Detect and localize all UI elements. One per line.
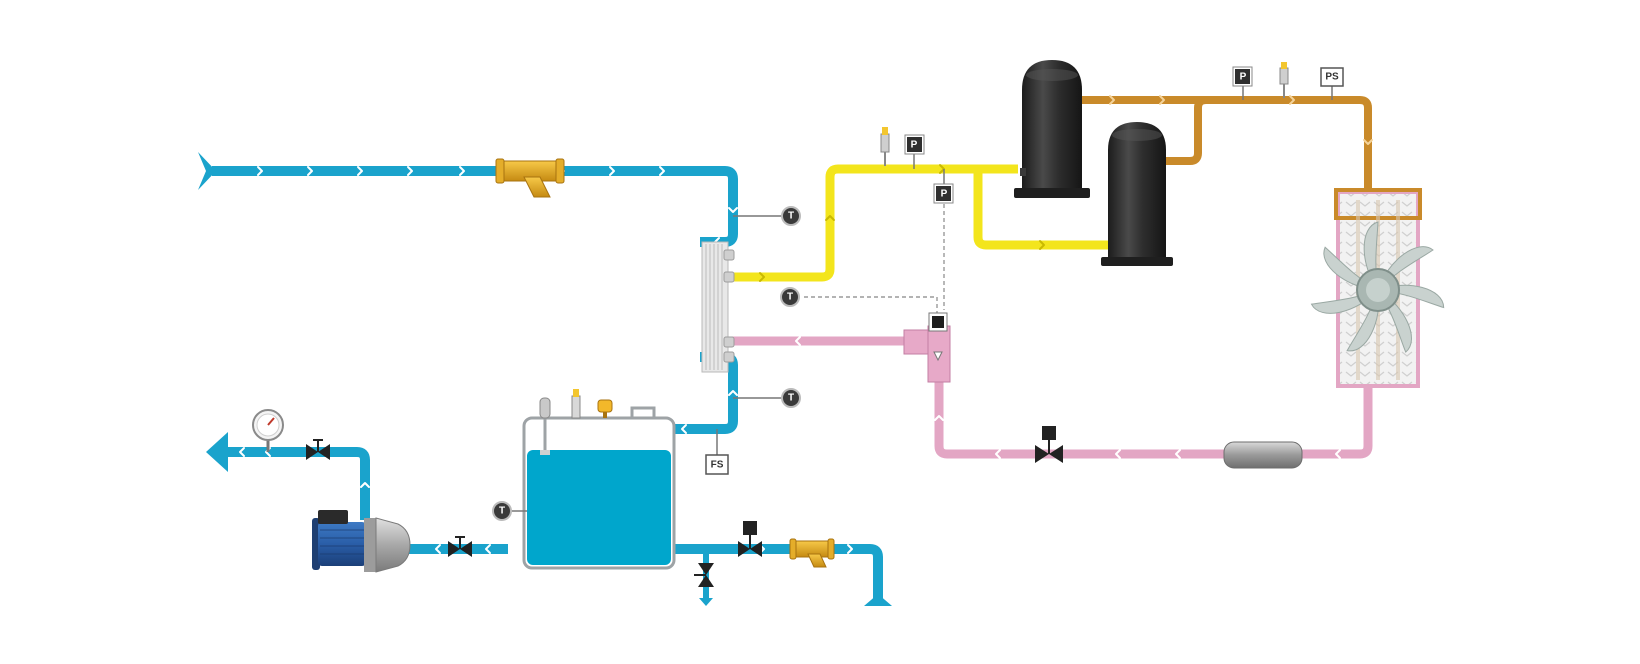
- water-outlet-icon: [206, 432, 228, 472]
- y-strainer-icon: [495, 158, 565, 198]
- svg-text:PS: PS: [1325, 72, 1339, 83]
- expansion-valve-icon: [903, 312, 951, 383]
- hand-valve-icon: [448, 536, 472, 557]
- plate-heat-exchanger-icon: [701, 241, 735, 373]
- svg-text:P: P: [1240, 72, 1247, 83]
- temperature-sensor: T: [733, 206, 801, 226]
- svg-text:T: T: [788, 211, 794, 222]
- pump-discharge-pipe: [218, 447, 370, 520]
- schrader-valve-icon: [1279, 62, 1289, 98]
- compressor-icon: [1101, 122, 1173, 266]
- svg-text:T: T: [499, 506, 505, 517]
- water-tank-icon: [522, 389, 676, 570]
- pressure-gauge-icon: [252, 409, 284, 452]
- solenoid-valve-icon: [738, 521, 762, 557]
- pressure-transducer: P: [1232, 66, 1253, 100]
- temperature-sensor: T: [733, 388, 801, 408]
- discharge-branch-pipe: [1158, 96, 1207, 165]
- drain-arrow-icon: [699, 598, 713, 606]
- liquid-receiver-icon: [1223, 441, 1303, 469]
- svg-text:P: P: [941, 189, 948, 200]
- pressure-switch: PS: [1320, 67, 1344, 100]
- flow-direction-arrows: [759, 164, 1045, 282]
- temperature-sensor: T: [492, 501, 527, 521]
- pressure-transducer: P: [904, 134, 925, 169]
- flow-direction-arrows: [795, 336, 1341, 459]
- flow-direction-arrows: [1109, 95, 1373, 145]
- suction-branch-pipe: [973, 169, 1108, 250]
- temperature-sensor: T: [780, 287, 800, 307]
- liquid-line: [725, 336, 1373, 459]
- compressor-icon: [1014, 60, 1090, 198]
- solenoid-valve-icon: [1035, 426, 1063, 463]
- svg-text:T: T: [787, 292, 793, 303]
- condenser-fan-icon: [1310, 221, 1445, 353]
- water-supply-line: [198, 152, 738, 247]
- pressure-transducer: P: [933, 169, 954, 204]
- water-inlet-pipe: [212, 166, 738, 247]
- hand-valve-icon: [694, 563, 714, 587]
- y-strainer-icon: [789, 538, 835, 568]
- flow-direction-arrows: [239, 390, 853, 554]
- svg-text:FS: FS: [711, 460, 724, 471]
- suction-gas-line: [725, 164, 1108, 282]
- pump-icon: [312, 510, 411, 573]
- suction-pipe: [725, 164, 1018, 282]
- flow-switch: FS: [705, 429, 729, 475]
- sensing-lines: [804, 204, 945, 320]
- discharge-pipe: [1070, 96, 1372, 194]
- schrader-valve-icon: [880, 127, 890, 166]
- svg-text:T: T: [788, 393, 794, 404]
- hand-valve-icon: [306, 439, 330, 460]
- drain-outlet-icon: [864, 594, 892, 606]
- condenser-outlet-pipe: [934, 378, 1373, 459]
- discharge-gas-line: [1070, 95, 1373, 194]
- svg-text:P: P: [911, 140, 918, 151]
- tank-drain-pipe: [670, 544, 883, 602]
- water-inlet-icon: [198, 152, 216, 190]
